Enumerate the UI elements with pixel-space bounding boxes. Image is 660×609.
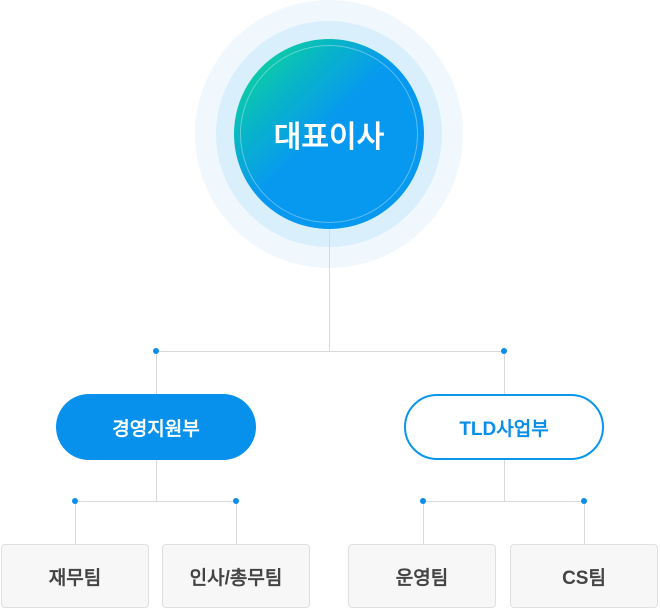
- team-cs: CS팀: [510, 544, 658, 608]
- team-hr-general-affairs: 인사/총무팀: [162, 544, 310, 608]
- connector-line: [75, 501, 236, 502]
- ceo-node: 대표이사: [234, 39, 424, 229]
- connector-line: [156, 351, 157, 394]
- connector-dot: [153, 348, 159, 354]
- connector-line: [423, 501, 584, 502]
- connector-line: [156, 460, 157, 501]
- team-label: 운영팀: [395, 567, 449, 589]
- connector-line: [584, 501, 585, 544]
- team-operations: 운영팀: [348, 544, 496, 608]
- connector-line: [75, 501, 76, 544]
- ceo-label: 대표이사: [273, 121, 385, 154]
- connector-line: [156, 351, 504, 352]
- team-label: CS팀: [562, 567, 606, 589]
- connector-dot: [420, 498, 426, 504]
- connector-line: [329, 229, 330, 351]
- department-tld-business: TLD사업부: [404, 394, 604, 460]
- department-label: 경영지원부: [112, 418, 200, 440]
- department-label: TLD사업부: [459, 418, 549, 440]
- team-label: 인사/총무팀: [189, 567, 283, 589]
- connector-dot: [581, 498, 587, 504]
- connector-line: [504, 460, 505, 501]
- connector-dot: [233, 498, 239, 504]
- connector-dot: [501, 348, 507, 354]
- connector-line: [236, 501, 237, 544]
- connector-dot: [72, 498, 78, 504]
- connector-line: [504, 351, 505, 394]
- department-management-support: 경영지원부: [56, 394, 256, 460]
- connector-line: [423, 501, 424, 544]
- team-finance: 재무팀: [1, 544, 149, 608]
- team-label: 재무팀: [48, 567, 102, 589]
